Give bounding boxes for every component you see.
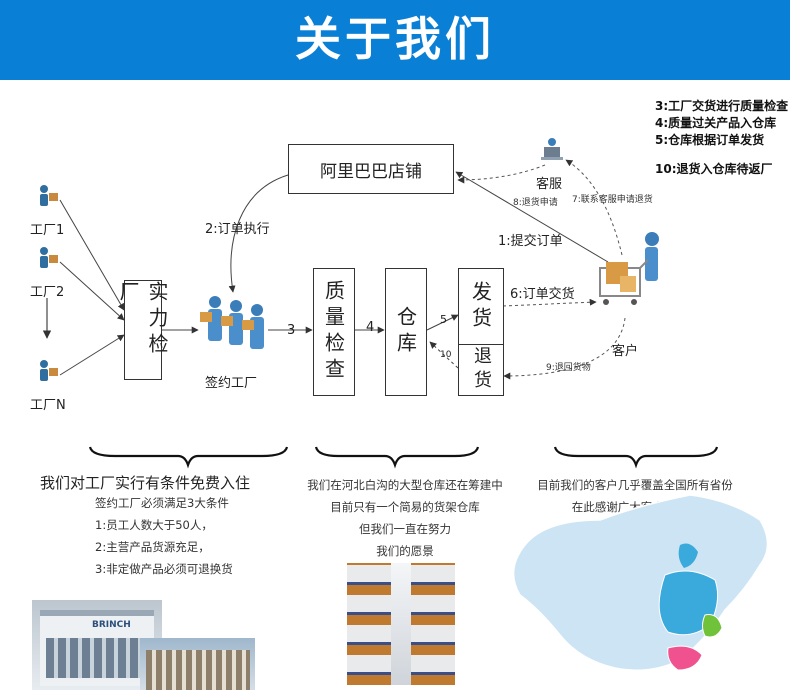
factoryN-label: 工厂N <box>30 398 66 413</box>
ship-label: 发货 <box>468 280 493 333</box>
map-blue-north <box>678 543 698 568</box>
strength-check-box: 实力检厂 <box>116 280 169 380</box>
store-label: 阿里巴巴店铺 <box>320 161 422 182</box>
return-label: 退货 <box>471 346 492 394</box>
building-sign: BRINCH <box>92 620 131 630</box>
middle-line: 我们在河北白沟的大型仓库还在筹建中 <box>307 478 503 492</box>
arrow-factory2 <box>59 261 125 321</box>
quality-check-label: 质量检查 <box>321 280 346 384</box>
quality-check-box: 质量检查 <box>313 268 355 396</box>
left-line: 2:主营产品货源充足， <box>95 540 210 554</box>
warehouse-photo <box>347 563 455 685</box>
signed-factory-label: 签约工厂 <box>205 376 258 391</box>
arrow-step5 <box>426 314 459 331</box>
note-item: 10:退货入仓库待返厂 <box>655 162 773 176</box>
store-box: 阿里巴巴店铺 <box>288 144 454 194</box>
header-banner <box>0 0 790 80</box>
arrow-contact-cs <box>565 159 623 256</box>
middle-line: 但我们一直在努力 <box>359 522 451 536</box>
warehouse-label: 仓库 <box>393 306 418 358</box>
factory2-label: 工厂2 <box>30 285 65 300</box>
note-item: 4:质量过关产品入仓库 <box>655 116 777 130</box>
order-exec-label: 2:订单执行 <box>205 222 270 237</box>
middle-text: 我们在河北白沟的大型仓库还在筹建中 目前只有一个简易的货架仓库 但我们一直在努力… <box>305 474 505 562</box>
return-box: 退货 <box>458 344 504 396</box>
map-base <box>512 494 769 671</box>
left-line: 3:非定做产品必须可退换货 <box>95 562 233 576</box>
left-line: 1:员工人数大于50人， <box>95 518 213 532</box>
factory1-label: 工厂1 <box>30 223 65 238</box>
person-icon <box>40 185 58 206</box>
submit-order-label: 1:提交订单 <box>498 234 563 249</box>
signed-factory-icon <box>200 296 264 349</box>
arrow-step10 <box>429 341 459 369</box>
left-text: 签约工厂必须满足3大条件 1:员工人数大于50人， 2:主营产品货源充足， 3:… <box>95 492 233 580</box>
arrow-return-request <box>457 164 546 184</box>
person-icon <box>40 247 58 268</box>
arrow-submit-order <box>455 171 609 263</box>
factory-building-photo-2 <box>140 638 255 690</box>
brace-left <box>88 446 289 469</box>
page-title: 关于我们 <box>295 12 495 66</box>
middle-line: 我们的愿景 <box>376 544 434 558</box>
step3-label: 3 <box>287 323 296 338</box>
warehouse-box: 仓库 <box>385 268 427 396</box>
step-notes: 3:工厂交货进行质量检查 4:质量过关产品入仓库 5:仓库根据订单发货 10:退… <box>655 98 788 178</box>
left-heading: 我们对工厂实行有条件免费入住 <box>40 474 251 492</box>
person-icon <box>40 360 58 381</box>
return-goods-label: 9:退回货物 <box>546 363 591 373</box>
customer-label: 客户 <box>612 344 639 359</box>
map-green-region <box>702 614 723 638</box>
step10-label: 10 <box>440 350 452 360</box>
note-item: 3:工厂交货进行质量检查 <box>655 99 789 113</box>
right-line: 目前我们的客户几乎覆盖全国所有省份 <box>537 478 733 492</box>
map-pink-region <box>667 645 703 671</box>
return-request-label: 8:退货申请 <box>513 198 558 208</box>
arrow-factoryN <box>59 334 125 376</box>
customer-service-icon <box>541 138 563 160</box>
contact-cs-label: 7:联系客服申请退货 <box>572 195 653 205</box>
ship-box: 发货 <box>458 268 504 344</box>
brace-middle <box>314 446 480 469</box>
customer-icon <box>599 232 659 305</box>
brace-right <box>553 446 719 469</box>
left-line: 签约工厂必须满足3大条件 <box>95 496 229 510</box>
note-item: 5:仓库根据订单发货 <box>655 133 765 147</box>
step5-label: 5 <box>440 313 447 326</box>
arrow-order-exec <box>228 174 289 293</box>
order-delivery-label: 6:订单交货 <box>510 287 575 302</box>
arrow-factory1 <box>59 199 125 311</box>
customer-service-label: 客服 <box>536 177 563 192</box>
middle-line: 目前只有一个简易的货架仓库 <box>330 500 480 514</box>
strength-check-label: 实力检厂 <box>116 281 169 359</box>
step4-label: 4 <box>366 320 375 335</box>
arrow-return-goods <box>503 317 626 380</box>
